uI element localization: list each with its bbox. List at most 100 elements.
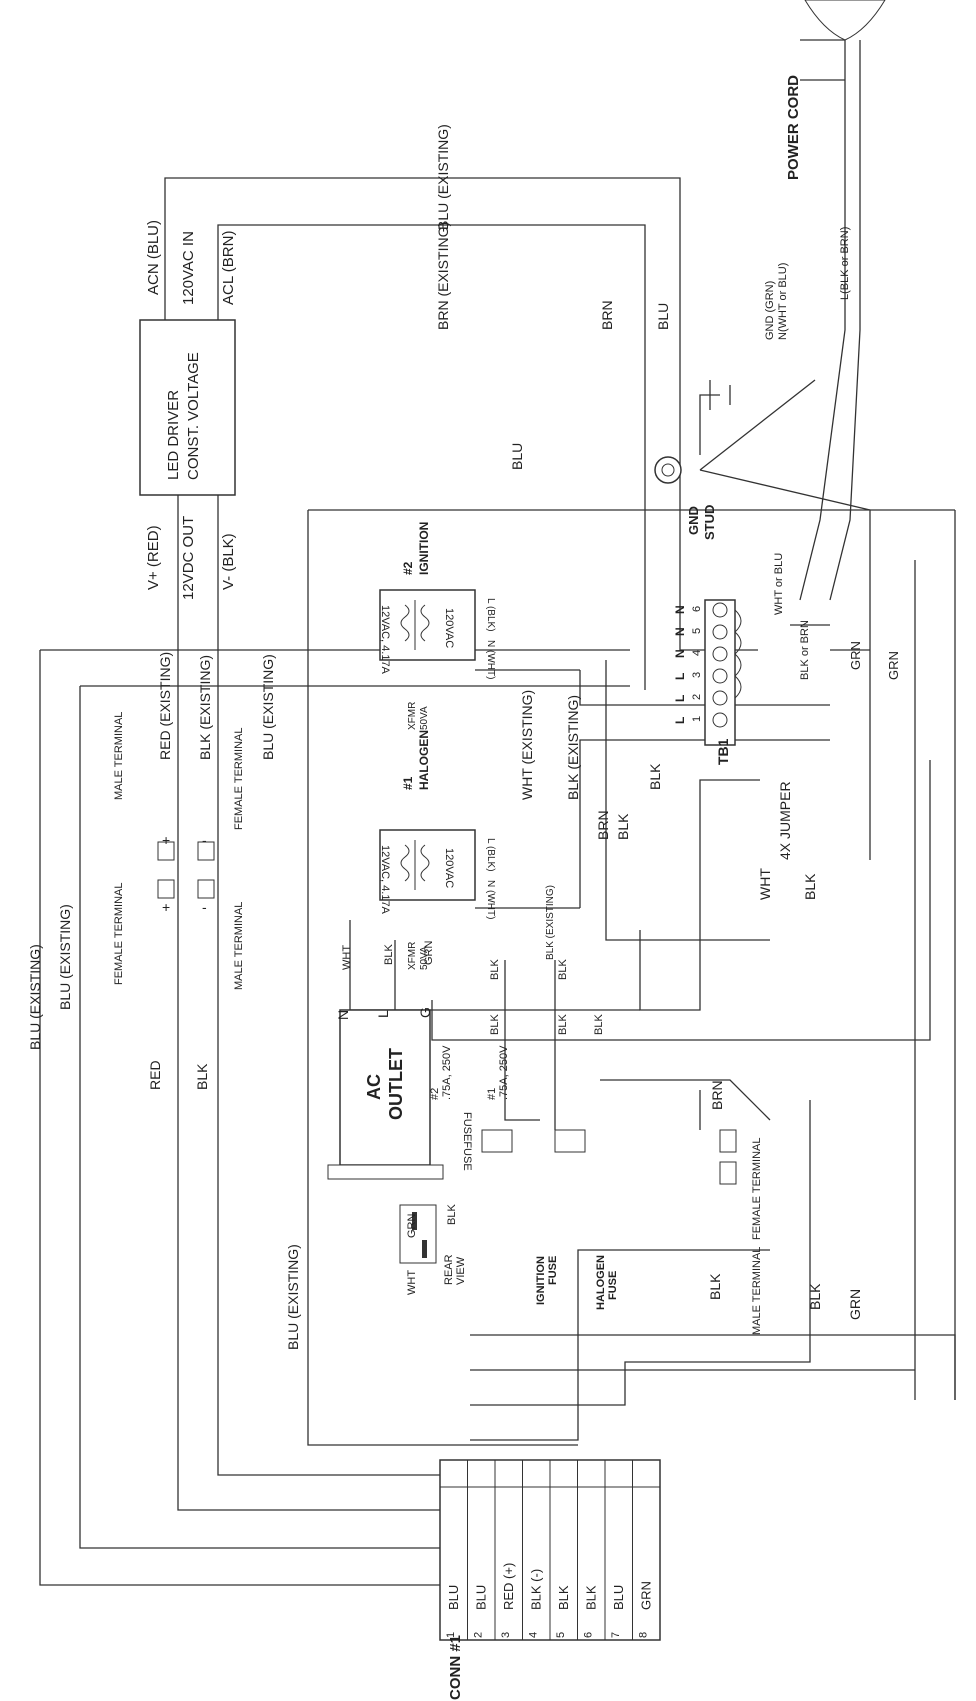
conn-pin-wire: BLU: [474, 1585, 489, 1610]
svg-text:BLK: BLK: [194, 1063, 210, 1090]
svg-text:G: G: [417, 1007, 433, 1018]
label-blk-or-brn: BLK or BRN: [799, 620, 811, 680]
svg-text:L: L: [673, 673, 687, 680]
ignition-fuse-holder: [481, 1129, 513, 1153]
svg-text:GRN: GRN: [847, 1289, 863, 1320]
conn-pin-number: 2: [473, 1632, 485, 1638]
label-grn-b: GRN: [886, 651, 901, 680]
label-power-cord: POWER CORD: [785, 75, 802, 180]
svg-text:BLK: BLK: [489, 1014, 501, 1035]
svg-text:GRN: GRN: [406, 1214, 418, 1239]
label-male-terminal-1: MALE TERMINAL: [113, 712, 125, 800]
svg-text:BLK (EXISTING): BLK (EXISTING): [545, 885, 556, 960]
label-l-blk-brn: L(BLK or BRN): [839, 227, 851, 300]
conn-pin-wire: BLU: [611, 1585, 626, 1610]
svg-text:50VA: 50VA: [419, 946, 430, 970]
female-terminal-bottom: [719, 1129, 737, 1153]
conn-pin-number: 4: [528, 1632, 540, 1638]
conn-pin-wire: BLK: [556, 1585, 571, 1610]
svg-text:FUSE: FUSE: [547, 1256, 559, 1285]
svg-text:4: 4: [691, 650, 703, 656]
conn-pin-number: 7: [610, 1632, 622, 1638]
svg-text:2: 2: [691, 694, 703, 700]
svg-text:5: 5: [691, 628, 703, 634]
label-blu-existing-left2: BLU (EXISTING): [57, 904, 73, 1010]
svg-text:BLK: BLK: [489, 959, 501, 980]
label-blu-existing-left1: BLU (EXISTING): [27, 944, 43, 1050]
label-wht-or-blu: WHT or BLU: [773, 553, 785, 615]
svg-text:L: L: [673, 695, 687, 702]
svg-text:BLK: BLK: [446, 1204, 458, 1225]
halogen-transformer-box: [379, 829, 476, 901]
svg-text:BLK: BLK: [807, 1283, 823, 1310]
label-grn-a: GRN: [848, 641, 863, 670]
label-acn: ACN (BLU): [145, 220, 162, 295]
label-blk-existing-2: BLK (EXISTING): [565, 695, 581, 800]
svg-text:VIEW: VIEW: [455, 1256, 467, 1285]
svg-text:BLK: BLK: [557, 1014, 569, 1035]
label-acl: ACL (BRN): [220, 231, 237, 305]
svg-text:BLK: BLK: [802, 873, 818, 900]
ac-outlet-box: [339, 1009, 431, 1166]
svg-text:WHT: WHT: [341, 945, 353, 970]
label-stud: STUD: [702, 505, 717, 540]
led-driver-box: [139, 319, 236, 496]
label-n-wht-blu: N(WHT or BLU): [777, 263, 789, 340]
svg-text:#1: #1: [486, 1088, 498, 1100]
label-led-driver: LED DRIVER: [165, 390, 182, 480]
conn-pin-number: 1: [445, 1632, 457, 1638]
components: [139, 0, 886, 1641]
svg-text:BLK: BLK: [647, 763, 663, 790]
wires: [39, 39, 956, 1586]
svg-text:FUSE: FUSE: [607, 1271, 619, 1300]
svg-text:FEMALE TERMINAL: FEMALE TERMINAL: [751, 1138, 763, 1241]
conn-pin-number: 8: [638, 1632, 650, 1638]
label-male-terminal-2: MALE TERMINAL: [233, 902, 245, 990]
svg-text:-: -: [202, 832, 207, 848]
svg-text:XFMR: XFMR: [407, 702, 418, 730]
svg-text:.75A, 250V: .75A, 250V: [498, 1045, 510, 1100]
label-hal-name: HALOGEN: [417, 730, 431, 790]
svg-text:-: -: [202, 899, 207, 915]
svg-text:+: +: [162, 899, 170, 915]
label-gnd: GND: [686, 506, 701, 535]
svg-text:N: N: [673, 605, 687, 614]
label-const-voltage: CONST. VOLTAGE: [185, 352, 202, 480]
svg-text:L (BLK): L (BLK): [485, 838, 496, 872]
label-brn-wire: BRN: [599, 300, 615, 330]
label-blu-wire: BLU: [655, 303, 671, 330]
svg-text:N (WHT): N (WHT): [485, 640, 496, 679]
svg-text:MALE TERMINAL: MALE TERMINAL: [751, 1247, 763, 1335]
label-wht-existing: WHT (EXISTING): [519, 690, 535, 800]
svg-text:BLK: BLK: [383, 944, 395, 965]
svg-text:N: N: [673, 649, 687, 658]
conn-pin-number: 5: [555, 1632, 567, 1638]
ignition-transformer-box: [379, 589, 476, 661]
conn-pin-number: 6: [583, 1632, 595, 1638]
label-ign-name: IGNITION: [417, 522, 431, 575]
power-plug-icon: [804, 0, 886, 41]
label-conn: CONN #1: [447, 1635, 464, 1700]
label-gnd-grn: GND (GRN): [764, 281, 776, 340]
svg-text:XFMR: XFMR: [407, 942, 418, 970]
halogen-fuse-holder: [554, 1129, 586, 1153]
ignition-coil-icon: [400, 604, 410, 642]
label-ign-num: #2: [401, 561, 415, 575]
female-terminal-plus: [157, 879, 175, 899]
svg-text:GRN: GRN: [423, 941, 435, 966]
label-ignition-fuse: IGNITION: [535, 1256, 547, 1305]
rear-view-box: [399, 1204, 437, 1264]
svg-text:+: +: [162, 832, 170, 848]
svg-text:BLU (EXISTING): BLU (EXISTING): [285, 1244, 301, 1350]
svg-text:6: 6: [691, 606, 703, 612]
halogen-coil-icon: [400, 844, 410, 882]
svg-text:50VA: 50VA: [419, 706, 430, 730]
conn-pin-wire: BLK: [584, 1585, 599, 1610]
label-layer: BLU (EXISTING) BRN (EXISTING) ACN (BLU) …: [27, 75, 901, 1700]
svg-text:REAR: REAR: [443, 1254, 455, 1285]
svg-text:12VAC, 4.17A: 12VAC, 4.17A: [379, 605, 391, 675]
svg-text:BLK: BLK: [593, 1014, 605, 1035]
svg-text:N: N: [335, 1010, 351, 1020]
